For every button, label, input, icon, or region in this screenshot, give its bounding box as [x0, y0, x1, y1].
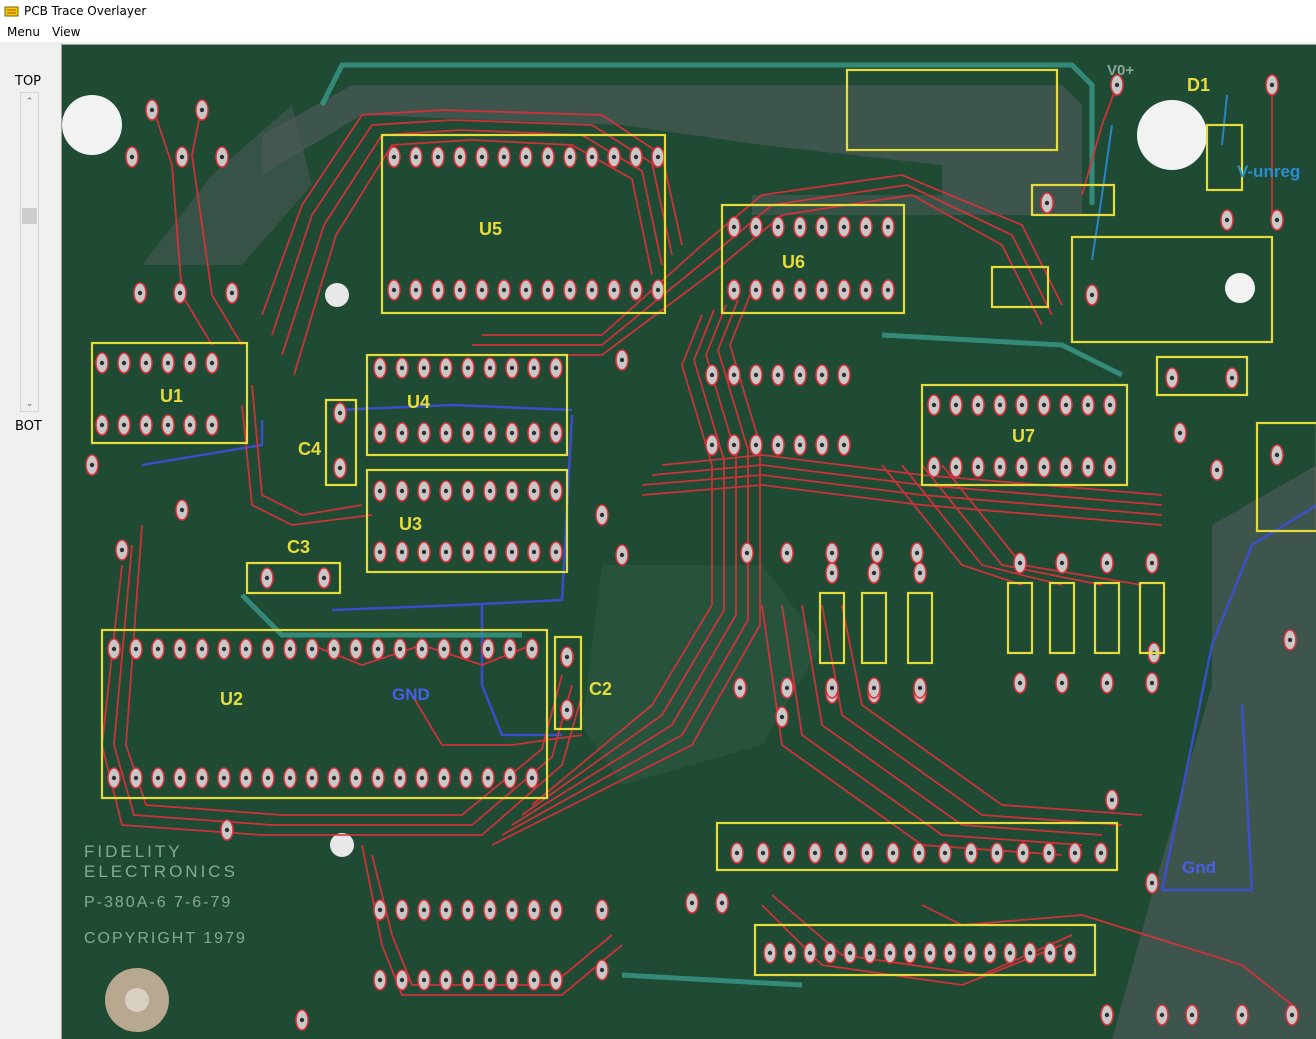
net-label-vunreg: V-unreg — [1237, 162, 1300, 181]
u3-outline — [365, 468, 569, 574]
top-layer-trace — [281, 129, 663, 356]
top-layer-trace — [251, 384, 363, 516]
c3-outline — [245, 561, 342, 595]
top-layer-trace — [501, 299, 749, 836]
silkscreen-line-4: COPYRIGHT 1979 — [84, 930, 247, 947]
top-layer-trace — [801, 604, 1103, 836]
slider-up-arrow-icon[interactable]: ⌃ — [25, 96, 34, 106]
top-layer-trace — [511, 304, 737, 826]
pcb-board: FIDELITY ELECTRONICS P-380A-6 7-6-79 COP… — [62, 45, 1316, 1039]
top-layer-trace — [482, 174, 1063, 336]
connector-lower-outline — [753, 923, 1097, 977]
connector-upper-outline — [715, 821, 1119, 872]
top-layer-trace — [781, 604, 1083, 846]
label-u1: U1 — [160, 386, 183, 406]
u6-outline — [720, 203, 906, 315]
top-layer-trace — [651, 464, 1163, 506]
resistor-outline — [1093, 581, 1121, 655]
app-icon — [4, 6, 19, 17]
label-c2: C2 — [589, 679, 612, 699]
top-layer-trace — [191, 104, 243, 346]
top-layer-trace — [531, 314, 713, 806]
top-layer-trace — [241, 404, 373, 526]
c2-outline — [553, 635, 583, 731]
resistor-outline — [1048, 581, 1076, 655]
label-u2: U2 — [220, 689, 243, 709]
label-u5: U5 — [479, 219, 502, 239]
top-layer-label: TOP — [15, 74, 42, 89]
top-layer-trace — [641, 474, 1163, 516]
label-c4: C4 — [298, 439, 321, 459]
window-title: PCB Trace Overlayer — [24, 4, 147, 18]
label-u6: U6 — [782, 252, 805, 272]
small-part-outline — [990, 265, 1050, 309]
top-layer-trace — [901, 464, 1063, 586]
regulator-outline — [1070, 235, 1274, 344]
top-layer-trace — [1081, 84, 1118, 196]
c4-outline — [324, 398, 358, 487]
top-layer-trace — [821, 604, 1123, 826]
u2-outline — [100, 628, 549, 800]
resistor-outline — [818, 591, 846, 665]
small-part-outline — [1155, 355, 1249, 397]
menu-item-view[interactable]: View — [52, 25, 81, 39]
top-layer-trace — [521, 309, 725, 816]
menu-bar: Menu View — [0, 22, 1316, 42]
top-layer-trace — [921, 904, 1293, 1006]
net-label-gnd-right: Gnd — [1182, 858, 1216, 877]
small-part-outline — [1030, 183, 1116, 217]
title-bar: PCB Trace Overlayer — [0, 0, 1316, 22]
top-layer-trace — [841, 604, 1143, 816]
u7-outline — [920, 383, 1129, 487]
silkscreen-line-2: ELECTRONICS — [84, 862, 238, 881]
layer-slider-thumb[interactable] — [22, 208, 37, 224]
top-layer-trace — [491, 294, 761, 846]
menu-item-menu[interactable]: Menu — [7, 25, 40, 39]
silkscreen-line-3: P-380A-6 7-6-79 — [84, 894, 232, 911]
slider-down-arrow-icon[interactable]: ⌄ — [25, 398, 34, 408]
top-layer-trace — [293, 139, 653, 376]
resistor-outline — [1006, 581, 1034, 655]
silkscreen-line-1: FIDELITY — [84, 842, 183, 861]
u1-outline — [90, 341, 249, 445]
top-layer-trace — [921, 464, 1103, 586]
top-layer-trace — [271, 119, 673, 336]
power-component-outline — [845, 68, 1059, 152]
bottom-layer-label: BOT — [15, 419, 42, 434]
top-layer-trace — [125, 524, 563, 816]
resistor-outline — [906, 591, 934, 665]
net-label-gnd: GND — [392, 685, 430, 704]
top-layer-trace — [151, 104, 213, 346]
net-label-vplus: V0+ — [1107, 62, 1134, 79]
label-u4: U4 — [407, 392, 430, 412]
pcb-canvas[interactable]: FIDELITY ELECTRONICS P-380A-6 7-6-79 COP… — [61, 44, 1316, 1039]
top-layer-trace — [881, 464, 1023, 586]
top-layer-trace — [113, 544, 573, 826]
edge-part-outline — [1255, 421, 1316, 533]
resistor-outline — [860, 591, 888, 665]
resistor-outline — [1138, 581, 1166, 655]
u5-outline — [380, 133, 667, 315]
label-u3: U3 — [399, 514, 422, 534]
label-c3: C3 — [287, 537, 310, 557]
d1-outline — [1205, 123, 1244, 192]
label-u7: U7 — [1012, 426, 1035, 446]
label-d1: D1 — [1187, 75, 1210, 95]
top-layer-trace — [641, 484, 1163, 526]
layer-slider[interactable]: ⌃ ⌄ — [20, 92, 39, 412]
top-layer-trace — [462, 194, 1043, 356]
u4-outline — [365, 353, 569, 457]
